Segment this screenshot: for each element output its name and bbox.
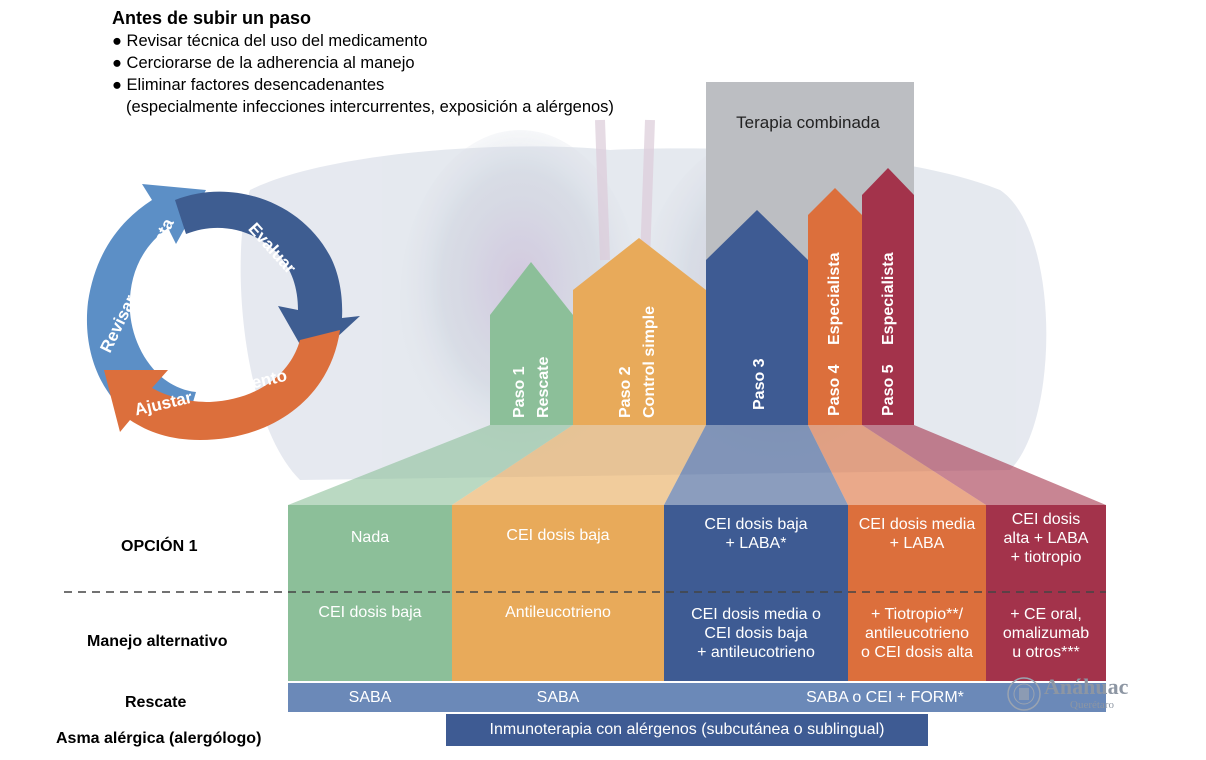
column-step3 xyxy=(664,505,848,681)
step5-sub: Especialista xyxy=(880,252,897,345)
step3-arrow xyxy=(706,210,808,425)
step2-label: Paso 2 xyxy=(617,366,634,418)
funnel-step2 xyxy=(452,425,706,505)
header-bullet-2: ● Cerciorarse de la adherencia al manejo xyxy=(112,54,415,72)
rescue-bar-step1 xyxy=(288,683,452,712)
row-label-alternative: Manejo alternativo xyxy=(87,633,228,650)
header-bullet-3: ● Eliminar factores desencadenantes xyxy=(112,76,385,94)
alternative-cell-step3: CEI dosis media o CEI dosis baja + antil… xyxy=(691,606,821,661)
step1-sub: Rescate xyxy=(535,357,552,418)
funnel-step5 xyxy=(862,425,1106,505)
alternative-cell-step5: + CE oral, omalizumab u otros*** xyxy=(1002,606,1090,661)
rescue-bar-step2 xyxy=(452,683,664,712)
row-label-option1: OPCIÓN 1 xyxy=(121,538,198,555)
anahuac-logo: Anáhuac Querétaro xyxy=(1006,672,1156,716)
column-step2 xyxy=(452,505,664,681)
funnel-step3 xyxy=(664,425,848,505)
option1-cell-step3: CEI dosis baja + LABA* xyxy=(704,516,808,552)
step2-sub: Control simple xyxy=(641,306,658,418)
step4-label: Paso 4 xyxy=(826,364,843,416)
alternative-cell-step4: + Tiotropio**/ antileucotrieno o CEI dos… xyxy=(860,606,974,661)
rescue-cell-steps3-5: SABA o CEI + FORM* xyxy=(806,688,964,706)
option1-cell-step2: CEI dosis baja xyxy=(506,527,610,544)
step3-label: Paso 3 xyxy=(751,358,768,410)
cycle-arrow-ajustar xyxy=(104,330,340,440)
alternative-cell-step2: Antileucotrieno xyxy=(505,604,611,621)
row-label-allergic: Asma alérgica (alergólogo) xyxy=(56,730,262,747)
step5-arrow xyxy=(862,168,914,425)
step4-arrow xyxy=(808,188,862,425)
alternative-cell-step1: CEI dosis baja xyxy=(318,604,422,621)
option1-cell-step4: CEI dosis media + LABA xyxy=(858,516,976,552)
logo-name: Anáhuac xyxy=(1044,674,1129,699)
logo-seal-icon xyxy=(1007,677,1041,711)
step4-sub: Especialista xyxy=(826,252,843,345)
step2-arrow xyxy=(573,238,706,425)
row-label-rescue: Rescate xyxy=(125,694,187,711)
rescue-cell-step2: SABA xyxy=(536,688,580,706)
header-title: Antes de subir un paso xyxy=(112,8,312,28)
option1-cell-step1: Nada xyxy=(350,529,390,546)
step1-arrow xyxy=(490,262,573,425)
allergic-bar-text: Inmunoterapia con alérgenos (subcutánea … xyxy=(489,721,885,738)
column-step1 xyxy=(288,505,452,681)
combined-therapy-label: Terapia combinada xyxy=(736,113,880,132)
option1-cell-step5: CEI dosis alta + LABA + tiotropio xyxy=(1003,511,1089,566)
step1-label: Paso 1 xyxy=(511,366,528,418)
cycle-arrow-evaluar xyxy=(175,191,360,362)
rescue-cell-step1: SABA xyxy=(348,688,392,706)
logo-campus: Querétaro xyxy=(1070,699,1114,711)
column-step4 xyxy=(848,505,986,681)
allergic-bar xyxy=(446,714,928,746)
funnel-step1 xyxy=(288,425,573,505)
step5-label: Paso 5 xyxy=(880,364,897,416)
funnel-step4 xyxy=(808,425,986,505)
column-step5 xyxy=(986,505,1106,681)
header-sub-note: (especialmente infecciones intercurrente… xyxy=(126,98,614,116)
header-bullet-1: ● Revisar técnica del uso del medicament… xyxy=(112,32,428,50)
